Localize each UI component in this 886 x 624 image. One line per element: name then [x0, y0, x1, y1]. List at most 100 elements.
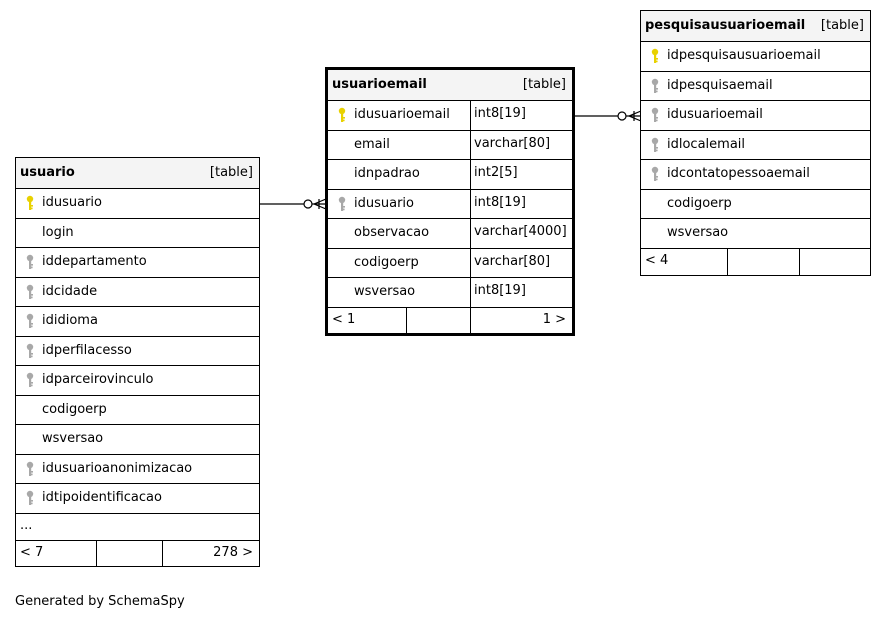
table-kind: [table]: [209, 165, 253, 180]
table-header: usuario [table]: [16, 158, 259, 189]
column-name: wsversao: [354, 284, 416, 299]
column-name: idcidade: [42, 283, 98, 299]
foreign-key-icon: [649, 137, 661, 153]
column-row[interactable]: idperfilacesso: [16, 337, 259, 366]
column-row[interactable]: idlocalemail: [641, 131, 870, 160]
column-row[interactable]: codigoerp: [16, 396, 259, 425]
more-columns-row: ...: [16, 514, 259, 541]
table-footer: < 1 1 >: [328, 307, 572, 334]
foreign-key-icon: [649, 166, 661, 182]
column-row[interactable]: idpesquisaemail: [641, 72, 870, 101]
column-name: idusuarioemail: [354, 107, 450, 122]
column-row[interactable]: idparceirovinculo: [16, 366, 259, 396]
foreign-key-icon: [24, 254, 36, 270]
column-row[interactable]: codigoerp varchar[80]: [328, 248, 572, 278]
relation-usuario-usuarioemail: [260, 198, 327, 210]
column-name: idparceirovinculo: [42, 372, 154, 387]
column-type: int8[19]: [470, 189, 572, 218]
column-type: varchar[4000]: [470, 219, 572, 248]
column-row[interactable]: ididioma: [16, 307, 259, 337]
table-name: usuario: [20, 165, 75, 180]
generator-caption: Generated by SchemaSpy: [15, 594, 185, 609]
column-name: idusuario: [354, 195, 414, 211]
column-name: wsversao: [42, 431, 104, 446]
column-name: codigoerp: [667, 195, 732, 211]
column-row[interactable]: wsversao: [641, 219, 870, 249]
column-name: idusuarioemail: [667, 107, 763, 122]
table-header: usuarioemail [table]: [328, 70, 572, 101]
column-row[interactable]: wsversao int8[19]: [328, 278, 572, 308]
table-usuario[interactable]: usuario [table] idusuario login iddepartam…: [15, 157, 260, 567]
column-list: idpesquisausuarioemail idpesquisaemail idu…: [641, 42, 870, 249]
primary-key-icon: [336, 107, 348, 123]
column-name: idpesquisaemail: [667, 77, 773, 93]
column-row[interactable]: codigoerp: [641, 190, 870, 219]
children-link[interactable]: 278 >: [213, 544, 253, 560]
column-row[interactable]: idtipoidentificacao: [16, 484, 259, 514]
column-list: idusuario login iddepartamento idcidade idid…: [16, 189, 259, 514]
column-name: login: [42, 224, 74, 240]
parents-link[interactable]: < 1: [332, 311, 356, 327]
table-pesquisausuarioemail[interactable]: pesquisausuarioemail [table] idpesquisau…: [640, 10, 871, 276]
column-row[interactable]: iddepartamento: [16, 248, 259, 278]
column-type: int8[19]: [470, 278, 572, 307]
column-name: idcontatopessoaemail: [667, 166, 810, 181]
column-row[interactable]: idusuarioanonimizacao: [16, 455, 259, 484]
table-name: usuarioemail: [332, 77, 427, 92]
column-name: codigoerp: [42, 401, 107, 417]
foreign-key-icon: [649, 107, 661, 123]
column-row[interactable]: idusuarioemail: [641, 101, 870, 131]
column-name: idperfilacesso: [42, 342, 132, 358]
column-name: ididioma: [42, 313, 98, 328]
more-columns-indicator: ...: [20, 517, 33, 533]
column-type: varchar[80]: [470, 248, 572, 277]
column-type: varchar[80]: [470, 130, 572, 159]
table-name: pesquisausuarioemail: [645, 18, 806, 33]
foreign-key-icon: [24, 313, 36, 329]
column-row[interactable]: email varchar[80]: [328, 130, 572, 160]
column-row[interactable]: idusuarioemail int8[19]: [328, 101, 572, 131]
column-name: idusuario: [42, 195, 102, 210]
parents-link[interactable]: < 4: [645, 252, 669, 268]
column-row[interactable]: idusuario: [16, 189, 259, 219]
table-footer: < 7 278 >: [16, 540, 259, 567]
column-row[interactable]: login: [16, 219, 259, 248]
column-name: idlocalemail: [667, 136, 746, 152]
foreign-key-icon: [649, 78, 661, 94]
column-row[interactable]: observacao varchar[4000]: [328, 219, 572, 249]
column-name: email: [354, 136, 390, 152]
children-link[interactable]: 1 >: [542, 311, 566, 327]
table-header: pesquisausuarioemail [table]: [641, 11, 870, 42]
column-name: wsversao: [667, 225, 729, 240]
table-kind: [table]: [522, 77, 566, 92]
foreign-key-icon: [336, 196, 348, 212]
column-row[interactable]: idnpadrao int2[5]: [328, 160, 572, 190]
foreign-key-icon: [24, 490, 36, 506]
parents-link[interactable]: < 7: [20, 544, 44, 560]
column-type: int2[5]: [470, 160, 572, 189]
column-row[interactable]: wsversao: [16, 425, 259, 455]
column-row[interactable]: idcidade: [16, 278, 259, 307]
column-name: iddepartamento: [42, 254, 147, 269]
foreign-key-icon: [24, 343, 36, 359]
foreign-key-icon: [24, 461, 36, 477]
table-kind: [table]: [820, 18, 864, 33]
column-name: idtipoidentificacao: [42, 490, 162, 505]
column-name: observacao: [354, 225, 430, 240]
column-name: idusuarioanonimizacao: [42, 460, 193, 476]
column-name: idpesquisausuarioemail: [667, 48, 821, 63]
relation-usuarioemail-pesquisausuarioemail: [573, 110, 642, 122]
foreign-key-icon: [24, 284, 36, 300]
table-footer: < 4: [641, 248, 870, 275]
column-row[interactable]: idcontatopessoaemail: [641, 160, 870, 190]
primary-key-icon: [649, 48, 661, 64]
column-name: codigoerp: [354, 254, 419, 270]
column-name: idnpadrao: [354, 166, 420, 181]
column-type: int8[19]: [470, 101, 572, 130]
column-row[interactable]: idusuario int8[19]: [328, 189, 572, 219]
column-row[interactable]: idpesquisausuarioemail: [641, 42, 870, 72]
foreign-key-icon: [24, 372, 36, 388]
